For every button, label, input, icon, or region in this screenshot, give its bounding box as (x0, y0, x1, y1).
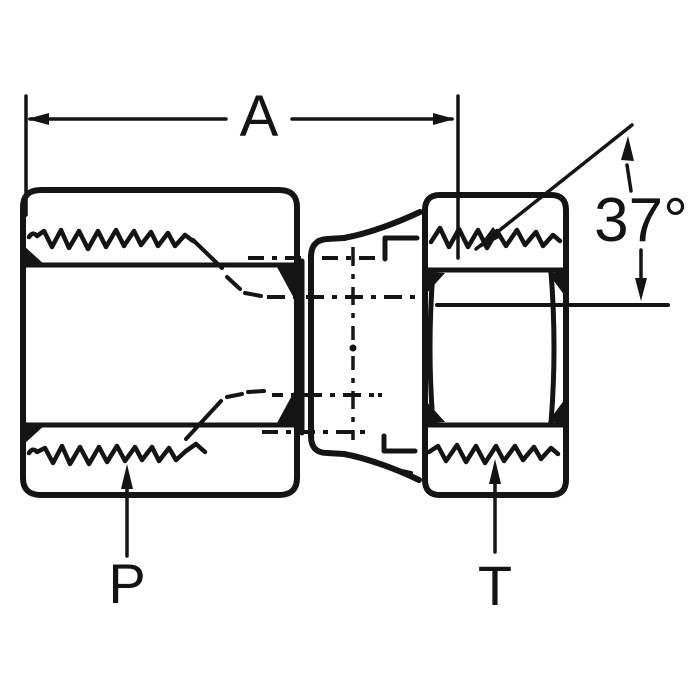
leader-p-arrowhead-icon (121, 464, 133, 489)
nut-facet-edge-left (427, 269, 436, 426)
leader-t-arrowhead-icon (489, 459, 501, 484)
flare-angle-line (474, 123, 634, 251)
swivel-shoulder-bottom (341, 451, 422, 483)
seat-edge-top (382, 235, 420, 262)
swivel-shoulder-top (341, 209, 423, 241)
hidden-seat-dash (395, 468, 413, 475)
nut-facet-lines (422, 267, 569, 428)
centerline-dot (349, 344, 357, 352)
arrowhead-left-icon (27, 113, 49, 125)
nut-knurl-zigzag-bottom (426, 442, 561, 466)
nut-facet-edge-right (548, 269, 557, 426)
thread-t-label: T (478, 554, 512, 617)
angle-annotation: 37° (435, 123, 688, 307)
dimension-a-label: A (240, 84, 279, 149)
knurl-zigzag-top (26, 227, 196, 252)
neck-outline (308, 235, 347, 457)
corner-wedge (426, 401, 445, 423)
knurl-zigzag-bottom (26, 441, 208, 467)
leader-p: P (108, 464, 146, 615)
corner-wedge (548, 272, 565, 296)
corner-wedge (24, 422, 45, 444)
dimension-a: A (24, 84, 460, 260)
flare-arrowhead-icon (476, 227, 501, 250)
body-hex-left (20, 187, 300, 498)
left-hex-facet-lines (20, 262, 300, 428)
thread-leader-bottom (184, 389, 266, 441)
arrowhead-right-icon (433, 113, 455, 125)
corner-wedge (426, 272, 445, 294)
leader-t: T (478, 459, 512, 617)
corner-wedge (548, 399, 565, 423)
angle-arrow-stem-upper (625, 163, 633, 193)
port-p-label: P (108, 552, 145, 615)
angle-label: 37° (594, 186, 688, 255)
left-hex-outline (20, 187, 300, 498)
swivel-nut-hex (422, 192, 569, 498)
swivel-neck (248, 209, 428, 483)
corner-wedge (277, 267, 296, 302)
angle-arrowhead-upper-icon (621, 136, 634, 161)
angle-arrowhead-lower-icon (635, 278, 647, 301)
thread-leader-top (191, 238, 263, 298)
seat-edge-bottom (381, 433, 418, 454)
corner-wedge (24, 246, 45, 268)
nut-hex-outline (422, 192, 569, 498)
